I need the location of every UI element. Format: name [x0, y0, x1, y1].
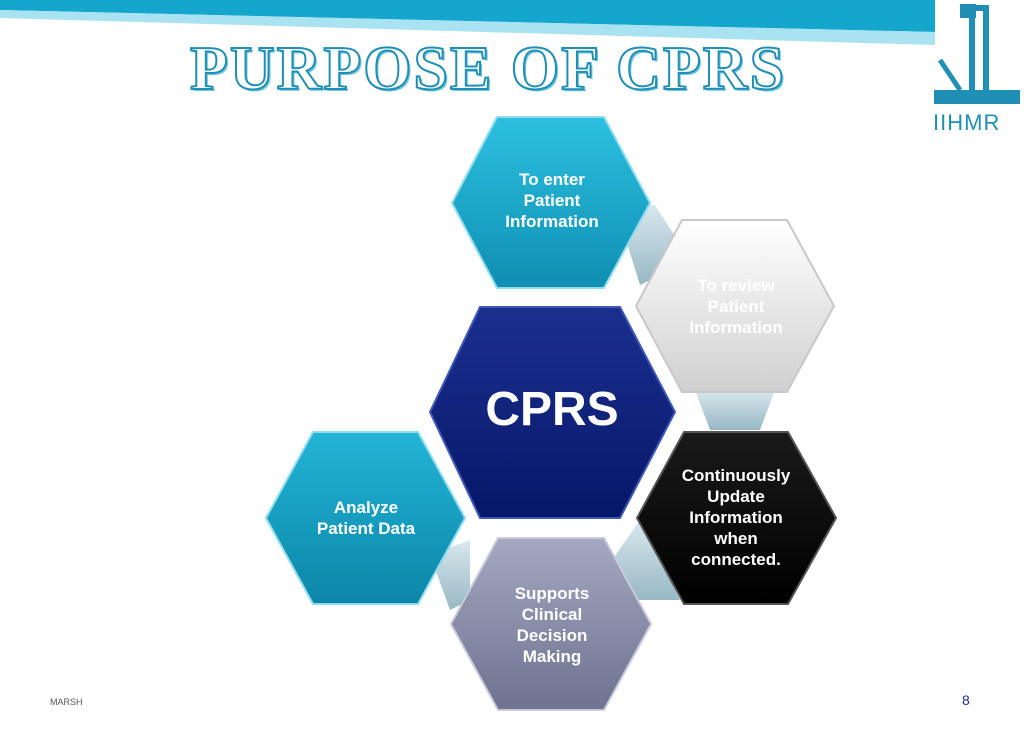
iihmr-logo	[934, 4, 1020, 104]
hexagon-center-label: CPRS	[485, 383, 619, 436]
hexagon-top-label: To enter Patient Information	[505, 169, 599, 231]
page-number: 8	[962, 692, 970, 708]
hexagon-right-top-label: To review Patient Information	[689, 275, 783, 337]
hexagon-right-bottom-label: Continuously Update Information when con…	[681, 466, 791, 569]
hexagon-bottom-label: Supports Clinical Decision Making	[514, 584, 590, 666]
hexagon-bottom	[449, 537, 653, 711]
slide-title: PURPOSE OF CPRS	[189, 35, 787, 103]
logo-text: IIHMR	[933, 110, 1001, 135]
footer-author: MARSH	[50, 697, 83, 707]
top-banner	[0, 0, 935, 45]
hexagon-left-label: Analyze Patient Data	[316, 497, 416, 538]
hexagon-left	[264, 431, 467, 605]
hexagon-right-top	[634, 219, 836, 393]
connector	[612, 520, 680, 600]
hexagon-center	[428, 306, 677, 519]
connector	[695, 390, 775, 430]
hexagon-top	[450, 116, 652, 289]
hexagon-right-bottom	[635, 431, 838, 605]
